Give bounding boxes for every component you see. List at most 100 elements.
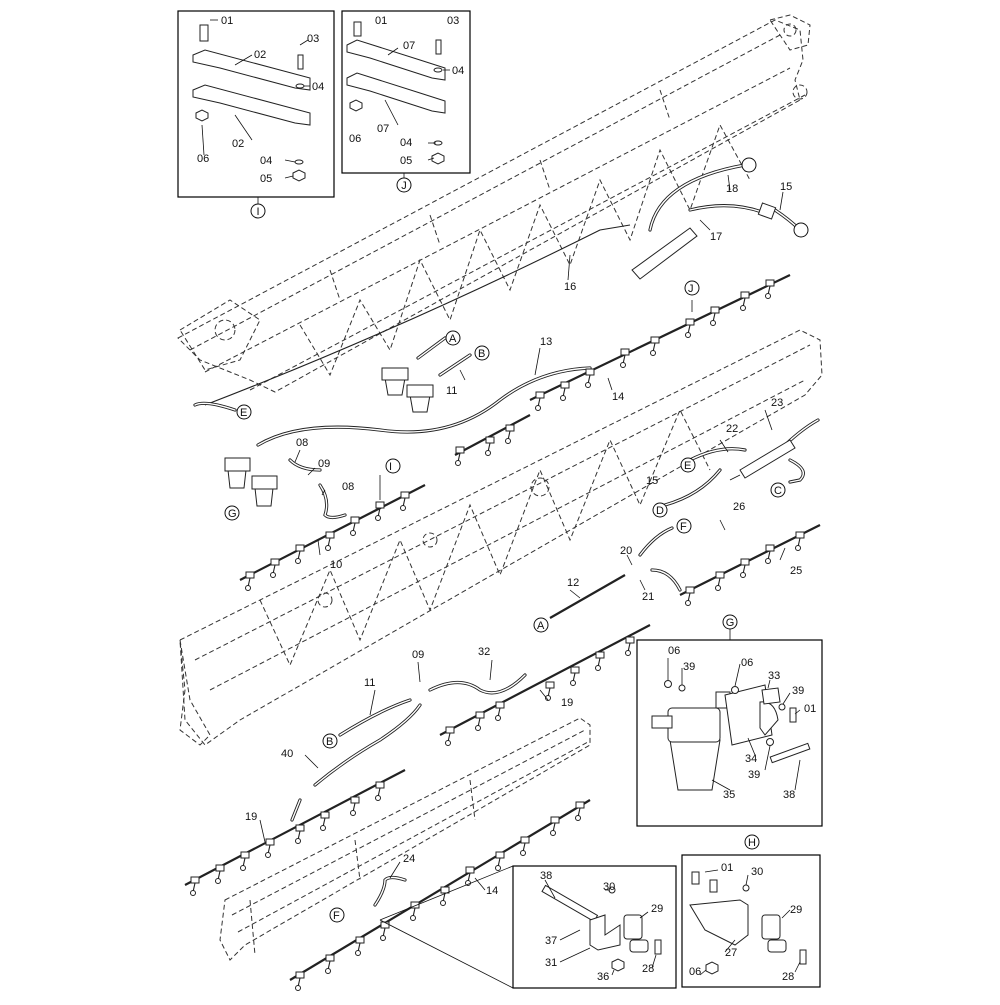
nozzle-body — [295, 544, 305, 564]
inset-nozzle-bracket: 38 30 29 37 31 36 28 — [379, 865, 677, 989]
part-callout: F — [680, 521, 687, 533]
part-callout: 17 — [710, 231, 722, 243]
hoses — [193, 163, 820, 907]
part-callout: B — [326, 736, 333, 748]
inset-h-label: 29 — [790, 904, 802, 916]
inset-j-label: 04 — [400, 137, 412, 149]
nozzle-body — [595, 651, 605, 671]
nozzle-body — [625, 636, 635, 656]
nozzle-body — [400, 491, 410, 511]
inset-h-label: 30 — [751, 866, 763, 878]
part-callout: 25 — [790, 565, 802, 577]
part-callout: 21 — [642, 591, 654, 603]
inset-h-label: 01 — [721, 862, 733, 874]
inset-i-label: 01 — [221, 15, 233, 27]
nozzle-body — [485, 436, 495, 456]
part-callout: 09 — [412, 649, 424, 661]
nozzle-body — [570, 666, 580, 686]
inset-g-label: 34 — [745, 753, 757, 765]
main-callout-circles — [224, 157, 809, 923]
nozzle-body — [375, 781, 385, 801]
part-callout: 08 — [296, 437, 308, 449]
nozzle-body — [560, 381, 570, 401]
nozzle-body — [765, 279, 775, 299]
nozzle-body — [440, 886, 450, 906]
part-callout: 24 — [403, 853, 415, 865]
part-callout: D — [656, 505, 664, 517]
inset-g-label: 35 — [723, 789, 735, 801]
part-callout: 15 — [646, 475, 658, 487]
part-callout: 26 — [733, 501, 745, 513]
part-callout: 32 — [478, 646, 490, 658]
nozzle-body — [475, 711, 485, 731]
nozzle-body — [240, 851, 250, 871]
nozzle-body — [325, 954, 335, 974]
nozzle-body — [585, 368, 595, 388]
nozzle-body — [295, 824, 305, 844]
inset-h-marker: H — [748, 837, 756, 849]
inset-j-marker: J — [401, 180, 407, 192]
part-callout: I — [389, 461, 392, 473]
part-callout: 14 — [612, 391, 624, 403]
inset-g-label: 06 — [741, 657, 753, 669]
nozzle-body — [535, 391, 545, 411]
inset-j-label: 05 — [400, 155, 412, 167]
inset-g: G 06 39 06 33 39 01 34 39 35 3 — [636, 614, 823, 827]
part-callout: 11 — [364, 677, 375, 689]
nozzle-body — [550, 816, 560, 836]
nozzle-body — [740, 558, 750, 578]
inset-g-label: 39 — [748, 769, 760, 781]
inset-h: H 01 30 29 27 06 28 — [681, 834, 821, 988]
part-callout: A — [537, 620, 545, 632]
nozzle-body — [380, 921, 390, 941]
middle-boom-frame — [179, 329, 823, 746]
part-callout: 13 — [540, 336, 552, 348]
nozzle-body — [715, 571, 725, 591]
nozzle-body — [575, 801, 585, 821]
nozzle-body — [295, 971, 305, 991]
inset-g-label: 39 — [683, 661, 695, 673]
inset-g-label: 38 — [783, 789, 795, 801]
inset-h-label: 27 — [725, 947, 737, 959]
inset-j-label: 03 — [447, 15, 459, 27]
inset-i-label: 06 — [197, 153, 209, 165]
inset-h-label: 06 — [689, 966, 701, 978]
nozzle-body — [355, 936, 365, 956]
view-marker-h — [744, 834, 760, 850]
inset-g-label: 01 — [804, 703, 816, 715]
part-callout: F — [333, 910, 340, 922]
nozzle-clusters — [190, 279, 805, 991]
inset-g-label: 39 — [792, 685, 804, 697]
main-callout-leaders — [259, 174, 786, 891]
nozzle-body — [445, 726, 455, 746]
nozzle-body — [215, 864, 225, 884]
lower-boom-frame — [219, 717, 591, 961]
inset-g-label: 33 — [768, 670, 780, 682]
inset-j-label: 06 — [349, 133, 361, 145]
inset-j-label: 07 — [403, 40, 415, 52]
nozzle-body — [495, 701, 505, 721]
part-callout: 10 — [330, 559, 342, 571]
part-callout: A — [449, 333, 457, 345]
inset-i-label: 03 — [307, 33, 319, 45]
part-callout: 22 — [726, 423, 738, 435]
inset-j-label: 07 — [377, 123, 389, 135]
nozzle-body — [505, 424, 515, 444]
part-callout: 19 — [561, 697, 573, 709]
part-callout: G — [228, 508, 237, 520]
part-callout: C — [774, 485, 782, 497]
inset-i-label: 05 — [260, 173, 272, 185]
nozzle-body — [375, 501, 385, 521]
nozzle-body — [765, 544, 775, 564]
inset-bottom-label: 38 — [540, 870, 552, 882]
part-callout: 40 — [281, 748, 293, 760]
inset-bottom-label: 29 — [651, 903, 663, 915]
nozzle-body — [410, 901, 420, 921]
inset-i-label: 04 — [260, 155, 272, 167]
part-callout: 09 — [318, 458, 330, 470]
inset-j: J 01 03 07 04 07 06 04 05 — [341, 10, 471, 193]
nozzle-body — [265, 838, 275, 858]
